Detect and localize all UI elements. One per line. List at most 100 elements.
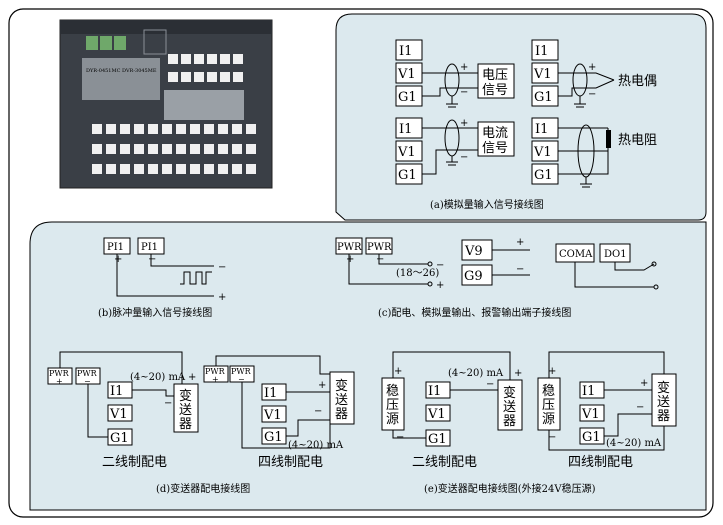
svg-text:G1: G1 <box>534 90 553 105</box>
svg-text:G1: G1 <box>582 430 601 445</box>
svg-text:变: 变 <box>657 380 670 396</box>
svg-text:(b)脉冲量输入信号接线图: (b)脉冲量输入信号接线图 <box>98 306 212 319</box>
svg-text:+: + <box>114 254 122 265</box>
svg-text:+: + <box>460 62 468 73</box>
svg-text:I1: I1 <box>264 386 277 401</box>
svg-text:信号: 信号 <box>482 141 508 156</box>
svg-text:二线制配电: 二线制配电 <box>102 455 167 470</box>
svg-text:(4~20) mA: (4~20) mA <box>448 368 504 379</box>
device-photo: DYR-0451MC DVR-3045ME <box>59 19 273 189</box>
caption-e: (e)变送器配电接线图(外接24V稳压源) <box>424 482 596 495</box>
svg-text:+: + <box>346 254 354 265</box>
svg-text:COMA: COMA <box>559 249 593 260</box>
svg-text:PWR: PWR <box>231 367 252 376</box>
svg-text:−: − <box>548 432 556 443</box>
svg-text:DO1: DO1 <box>604 249 627 260</box>
svg-text:+: + <box>56 377 63 386</box>
svg-text:V1: V1 <box>397 67 416 82</box>
svg-text:器: 器 <box>657 409 670 424</box>
svg-text:+: + <box>188 372 196 383</box>
svg-text:−: − <box>148 254 156 265</box>
caption-a: (a)模拟量输入信号接线图 <box>430 198 544 211</box>
svg-text:−: − <box>460 87 468 98</box>
svg-text:+: + <box>548 366 556 377</box>
svg-text:器: 器 <box>503 414 516 429</box>
svg-text:+: + <box>588 62 596 73</box>
svg-text:信号: 信号 <box>482 83 508 98</box>
svg-text:V1: V1 <box>397 145 416 160</box>
svg-text:−: − <box>436 260 444 271</box>
svg-text:−: − <box>164 398 172 409</box>
svg-text:I1: I1 <box>535 44 548 59</box>
svg-text:+: + <box>460 118 468 129</box>
diagram-external-2wire: 稳 压 源 + − I1 V1 G1 (4~20) mA + − 变 送 器 二… <box>381 351 523 470</box>
svg-text:−: − <box>84 377 91 386</box>
diagram-thermocouple: I1 V1 G1 + − 热电偶 <box>531 39 657 108</box>
svg-text:−: − <box>636 402 644 413</box>
diagram-rtd: I1 V1 G1 热电阻 <box>531 117 657 188</box>
svg-text:PWR: PWR <box>367 242 392 253</box>
svg-text:−: − <box>516 264 524 275</box>
svg-text:压: 压 <box>542 398 555 413</box>
svg-text:I1: I1 <box>110 384 123 399</box>
svg-text:−: − <box>486 379 494 390</box>
svg-text:变: 变 <box>503 385 516 401</box>
svg-text:+: + <box>318 380 326 391</box>
caption-c: (c)配电、模拟量输出、报警输出端子接线图 <box>378 306 571 319</box>
diagram-transmitter-2wire: PWR + PWR − I1 V1 G1 (4~20) mA − + 变 送 器… <box>47 351 199 470</box>
svg-text:源: 源 <box>386 412 399 427</box>
svg-text:(4~20) mA: (4~20) mA <box>606 438 662 449</box>
svg-text:G1: G1 <box>398 90 417 105</box>
svg-text:PWR: PWR <box>77 369 98 378</box>
svg-text:−: − <box>376 254 384 265</box>
svg-text:V9: V9 <box>464 244 483 259</box>
svg-text:送: 送 <box>335 393 348 408</box>
svg-text:四线制配电: 四线制配电 <box>568 455 633 470</box>
svg-text:器: 器 <box>179 417 192 432</box>
svg-text:+: + <box>516 237 524 248</box>
svg-text:G1: G1 <box>264 430 283 445</box>
svg-text:I1: I1 <box>428 384 441 399</box>
svg-text:+: + <box>212 375 219 384</box>
svg-text:变: 变 <box>335 378 348 394</box>
svg-text:+: + <box>640 378 648 389</box>
svg-text:G1: G1 <box>428 432 447 447</box>
svg-text:+: + <box>436 280 444 291</box>
svg-text:送: 送 <box>657 395 670 410</box>
svg-text:压: 压 <box>386 398 399 413</box>
svg-text:PWR: PWR <box>49 369 70 378</box>
svg-text:(4~20) mA: (4~20) mA <box>130 372 186 383</box>
svg-text:电压: 电压 <box>482 68 508 83</box>
diagram-transmitter-4wire: PWR + PWR − I1 V1 G1 + − (4~20) mA 变 送 器… <box>203 355 355 470</box>
svg-text:(4~20) mA: (4~20) mA <box>288 440 344 451</box>
svg-text:热电阻: 热电阻 <box>618 133 657 148</box>
svg-text:G9: G9 <box>464 269 483 284</box>
svg-text:I1: I1 <box>399 122 412 137</box>
panel-lower <box>29 221 707 511</box>
diagram-current-signal: I1 V1 G1 + − 电流 信号 <box>395 117 515 185</box>
svg-text:I1: I1 <box>582 384 595 399</box>
svg-text:送: 送 <box>179 403 192 418</box>
svg-text:I1: I1 <box>535 122 548 137</box>
svg-text:−: − <box>588 89 596 100</box>
svg-text:PWR: PWR <box>205 367 226 376</box>
svg-text:变: 变 <box>179 388 192 404</box>
svg-text:V1: V1 <box>581 407 600 422</box>
diagram-voltage-signal: I1 V1 G1 + − 电压 信号 <box>395 39 515 108</box>
svg-text:送: 送 <box>503 400 516 415</box>
svg-text:+: + <box>394 366 402 377</box>
svg-text:−: − <box>238 375 245 384</box>
svg-text:V1: V1 <box>263 408 282 423</box>
diagram-pwr-output: PWR PWR + − (18～26) − + <box>335 237 444 291</box>
svg-text:DYR-0451MC DVR-3045ME: DYR-0451MC DVR-3045ME <box>86 68 157 74</box>
diagram-pulse-input: PI1 PI1 + − − + (b)脉冲量输入信号接线图 <box>98 237 226 319</box>
svg-text:+: + <box>514 368 522 379</box>
svg-text:I1: I1 <box>399 44 412 59</box>
svg-text:稳: 稳 <box>542 383 555 399</box>
svg-text:器: 器 <box>335 407 348 422</box>
svg-text:PI1: PI1 <box>107 242 124 253</box>
svg-text:−: − <box>314 406 322 417</box>
svg-text:−: − <box>460 152 468 163</box>
svg-text:G1: G1 <box>398 168 417 183</box>
